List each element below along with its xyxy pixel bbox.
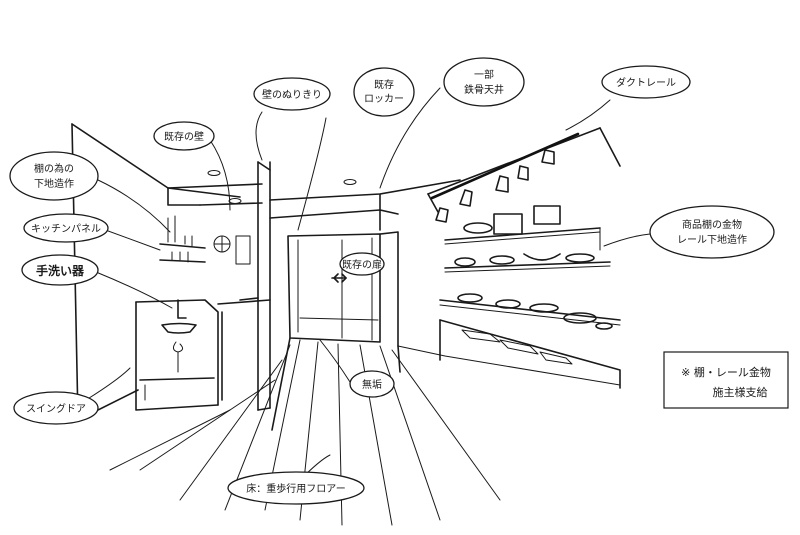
note-line2: 施主様支給 [713,385,768,399]
label-partial-line2: 鉄骨天井 [464,83,504,96]
label-kitchen-panel-text: キッチンパネル [31,223,101,235]
label-product-shelf: 商品棚の金物 レール下地造作 [649,205,775,259]
label-shelf-base: 棚の為の 下地造作 [9,151,99,201]
label-partial-steel: 一部 鉄骨天井 [443,57,525,107]
left-fixtures [135,215,271,411]
label-wood: 無垢 [349,370,395,398]
label-locker-line2: ロッカー [364,93,404,105]
label-existing-door: 既存の扉 [339,252,385,276]
label-wall-paint-text: 壁のぬりきり [262,88,322,101]
label-duct-rail: ダクトレール [601,65,691,99]
right-fixtures [430,132,621,389]
label-locker: 既存 ロッカー [353,67,415,117]
label-product-shelf-line1: 商品棚の金物 [682,218,742,231]
label-existing-door-text: 既存の扉 [342,258,382,271]
room-structure [71,123,621,526]
label-locker-line1: 既存 [374,78,394,91]
note-box: ※ 棚・レール金物 施主様支給 [663,351,789,409]
label-wall-paint: 壁のぬりきり [253,77,331,111]
label-floor-text: 床：重歩行用フロアー [246,482,345,495]
label-existing-wall: 既存の壁 [153,121,215,151]
label-shelf-base-line2: 下地造作 [34,177,74,190]
label-kitchen-panel: キッチンパネル [23,213,109,243]
label-existing-wall-text: 既存の壁 [164,130,204,143]
leader-lines [85,87,651,481]
label-swing-door-text: スイングドア [26,402,86,415]
label-swing-door: スイングドア [13,391,99,425]
label-hand-wash-text: 手洗い器 [36,263,85,278]
label-wood-text: 無垢 [362,378,382,391]
label-hand-wash: 手洗い器 [21,254,99,286]
label-floor: 床：重歩行用フロアー [227,471,365,505]
note-line1: ※ 棚・レール金物 [681,365,771,379]
label-duct-rail-text: ダクトレール [616,76,676,89]
label-shelf-base-line1: 棚の為の [34,162,74,175]
label-partial-line1: 一部 [474,68,494,81]
label-product-shelf-line2: レール下地造作 [677,233,747,246]
